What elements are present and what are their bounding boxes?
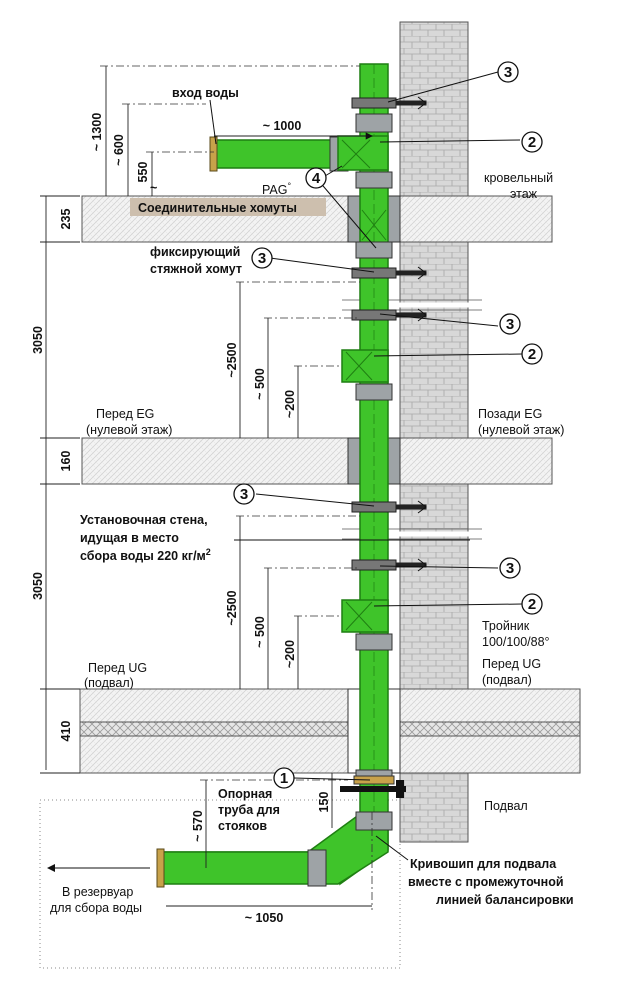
- dim-570: ~ 570: [191, 810, 205, 842]
- label-behind-ug-2: (подвал): [482, 673, 532, 687]
- label-front-eg-2: (нулевой этаж): [86, 423, 172, 437]
- dimension-lines: [40, 65, 373, 910]
- marker-3-fixing: 3: [251, 247, 273, 269]
- svg-text:3: 3: [506, 316, 514, 333]
- marker-2-low: 2: [521, 593, 543, 615]
- marker-3-low: 3: [499, 557, 521, 579]
- dim-150: 150: [317, 792, 331, 813]
- label-front-ug-1: Перед UG: [88, 661, 147, 675]
- dim-600: ~ 600: [112, 134, 126, 166]
- dim-550: 550: [136, 162, 150, 183]
- svg-text:3: 3: [240, 486, 248, 503]
- marker-2-mid: 2: [521, 343, 543, 365]
- label-connector-clamps: Соединительные хомуты: [138, 201, 297, 215]
- bend-socket: [307, 849, 327, 887]
- dim-2500-b: ~2500: [225, 590, 239, 625]
- label-reservoir-1: В резервуар: [62, 885, 133, 899]
- label-behind-eg-1: Позади EG: [478, 407, 542, 421]
- tee-fittings: [337, 135, 389, 633]
- connector-clamps-label-bg: [130, 198, 326, 216]
- dim-410: 410: [59, 721, 73, 742]
- svg-text:3: 3: [258, 250, 266, 267]
- dim-160: 160: [59, 451, 73, 472]
- label-support-1: Опорная: [218, 787, 272, 801]
- label-roof-floor-1: кровельный: [484, 171, 553, 185]
- label-support-3: стояков: [218, 819, 267, 833]
- label-bend-2: вместе с промежуточной: [408, 875, 564, 889]
- marker-3-mid: 3: [499, 313, 521, 335]
- fixing-clamps: [351, 97, 427, 571]
- svg-text:2: 2: [528, 346, 536, 363]
- support-bracket: [340, 786, 406, 792]
- label-fixing-clamp-1: фиксирующий: [150, 245, 240, 259]
- dim-3050-b: 3050: [31, 572, 45, 600]
- label-bend-3: линией балансировки: [436, 893, 574, 907]
- inlet-pipe-end: [209, 136, 218, 172]
- svg-text:2: 2: [528, 596, 536, 613]
- ground-floor-slab: [81, 437, 553, 485]
- label-tee-2: 100/100/88°: [482, 635, 550, 649]
- label-front-eg-1: Перед EG: [96, 407, 154, 421]
- label-reservoir-2: для сбора воды: [50, 901, 142, 915]
- dim-500-a: ~ 500: [253, 368, 267, 400]
- riser-sockets: [355, 113, 393, 781]
- label-basement: Подвал: [484, 799, 528, 813]
- marker-2-top: 2: [521, 131, 543, 153]
- label-tee-1: Тройник: [482, 619, 530, 633]
- basement-insulation-layer: [79, 721, 581, 737]
- outlet-pipe-end: [156, 848, 165, 888]
- svg-text:2: 2: [528, 134, 536, 151]
- label-bend-1: Кривошип для подвала: [410, 857, 557, 871]
- label-front-ug-2: (подвал): [84, 676, 134, 690]
- dim-200-b: ~200: [283, 640, 297, 668]
- svg-text:4: 4: [312, 170, 321, 187]
- dim-500-b: ~ 500: [253, 616, 267, 648]
- dim-1000: ~ 1000: [263, 119, 302, 133]
- dim-1300: ~ 1300: [90, 113, 104, 152]
- dim-3050-a: 3050: [31, 326, 45, 354]
- dim-200-a: ~200: [283, 390, 297, 418]
- label-wall-2: идущая в место: [80, 531, 179, 545]
- marker-3-top: 3: [497, 61, 519, 83]
- label-pag: PAG°: [262, 181, 291, 197]
- marker-3-eg: 3: [233, 483, 255, 505]
- label-wall-1: Установочная стена,: [80, 513, 208, 527]
- label-water-inlet: вход воды: [172, 86, 239, 100]
- marker-1: 1: [273, 767, 295, 789]
- label-wall-3: сбора воды 220 кг/м2: [80, 547, 211, 563]
- label-behind-eg-2: (нулевой этаж): [478, 423, 564, 437]
- label-roof-floor-2: этаж: [510, 187, 538, 201]
- dim-235: 235: [59, 209, 73, 230]
- dim-tilde: ~: [150, 181, 157, 195]
- leader-lines: [209, 71, 523, 861]
- label-fixing-clamp-2: стяжной хомут: [150, 262, 242, 276]
- dim-2500-a: ~2500: [225, 342, 239, 377]
- label-behind-ug-1: Перед UG: [482, 657, 541, 671]
- bend-top-socket: [355, 811, 393, 831]
- dim-1050: ~ 1050: [245, 911, 284, 925]
- basement-area-outline: [39, 799, 401, 969]
- inlet-pipe: [213, 139, 349, 169]
- svg-text:3: 3: [504, 64, 512, 81]
- marker-4: 4: [305, 167, 327, 189]
- svg-text:3: 3: [506, 560, 514, 577]
- label-support-2: труба для: [218, 803, 280, 817]
- svg-text:1: 1: [280, 770, 288, 787]
